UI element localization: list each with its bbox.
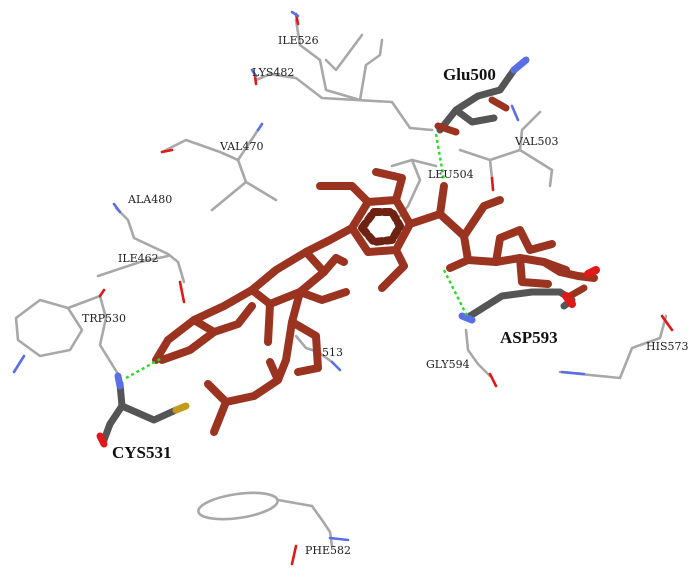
residue-labels: ILE526 LYS482 Glu500 VAL503 VAL470 LEU50…	[82, 34, 688, 557]
label-his573: HIS573	[646, 340, 688, 353]
label-trp530: TRP530	[82, 312, 126, 325]
hbond-glu500	[434, 133, 446, 181]
label-phe582: PHE582	[305, 544, 351, 557]
label-lys482: LYS482	[252, 66, 294, 79]
hbond-cys531	[125, 356, 163, 380]
label-val503: VAL503	[514, 135, 558, 148]
residue-phe582	[197, 491, 350, 566]
residue-val503	[458, 104, 554, 192]
residue-ala480	[112, 202, 186, 304]
label-gly594: GLY594	[426, 358, 470, 371]
label-ala480: ALA480	[127, 193, 172, 206]
residue-his573	[558, 314, 674, 380]
label-513: 513	[322, 346, 343, 359]
hydrogen-bonds	[125, 133, 470, 380]
residue-lys482	[250, 68, 434, 132]
label-ile462: ILE462	[118, 252, 159, 265]
hbond-asp593	[442, 269, 470, 319]
residue-gly594	[464, 328, 498, 388]
label-asp593: ASP593	[500, 328, 558, 347]
residue-ile462	[96, 254, 170, 278]
label-ile526: ILE526	[278, 34, 319, 47]
residue-glu500-stick	[434, 56, 530, 136]
residue-ile526	[290, 10, 384, 102]
ligand-molecule	[152, 168, 600, 436]
residue-trp530	[12, 288, 120, 376]
residue-513	[294, 334, 342, 372]
label-glu500: Glu500	[443, 65, 496, 84]
residue-cys531-stick	[96, 372, 190, 448]
label-cys531: CYS531	[112, 443, 172, 462]
label-leu504: LEU504	[428, 168, 474, 181]
label-val470: VAL470	[219, 140, 263, 153]
residue-val470	[160, 122, 278, 212]
